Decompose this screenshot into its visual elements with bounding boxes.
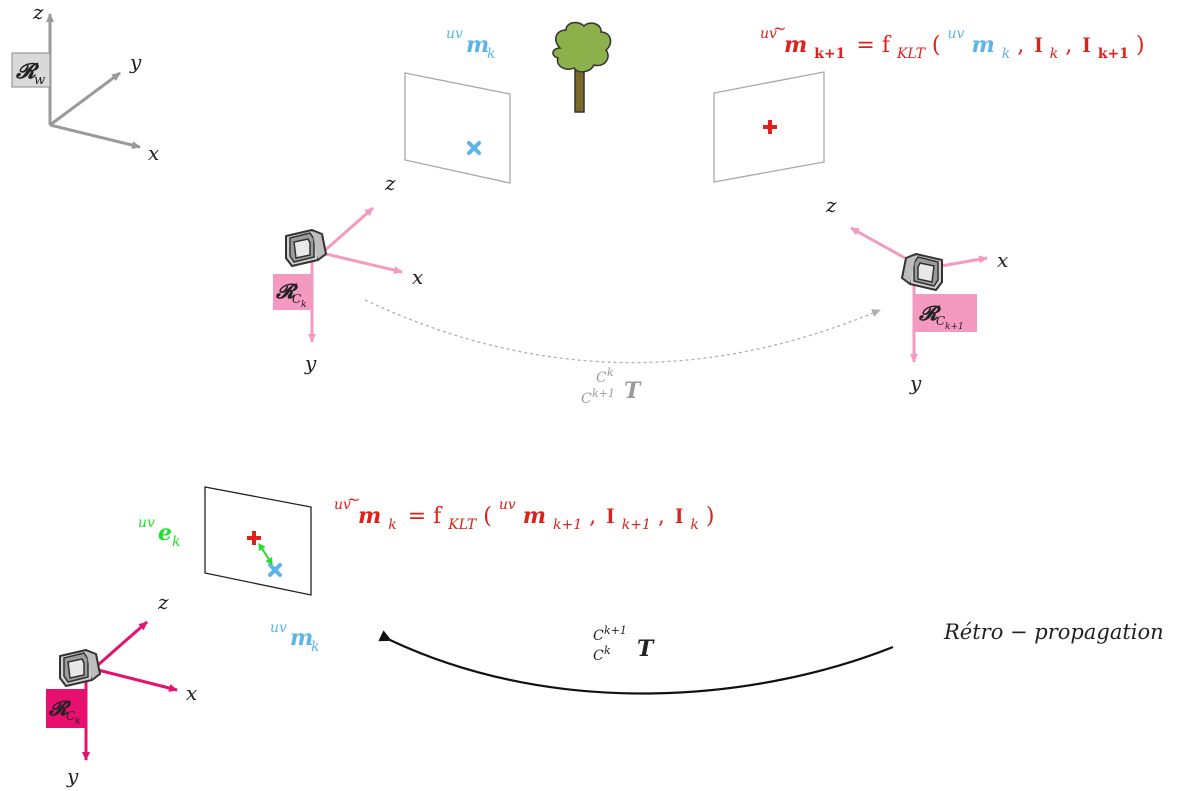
svg-text:uv: uv <box>138 515 155 531</box>
label-uv-mk-top: uv m k <box>446 26 495 62</box>
svg-text:uv: uv <box>446 26 463 42</box>
world-frame: 𝓡 w z y x <box>11 0 159 165</box>
camera-k1-z-axis <box>850 226 906 260</box>
tree-icon <box>552 21 612 113</box>
svg-text:C k C k+1: C k C k+1 T <box>581 361 642 407</box>
camera-k-x-axis <box>321 251 403 275</box>
svg-text:k: k <box>487 46 495 62</box>
camera-kb-frame-box <box>46 689 86 728</box>
camera-kb-z-label: z <box>157 590 169 614</box>
transform-label-bottom: C k+1 C k T <box>593 619 655 664</box>
back-propagation-arrow <box>378 630 894 695</box>
camera-kb-z-axis <box>97 620 148 667</box>
image-plane-k1 <box>713 71 825 183</box>
svg-text:C: C <box>66 709 75 723</box>
camera-k-bottom: 𝓡 C k z x y <box>46 590 197 788</box>
equation-top: uv m k+1 = f KLT ( uv m k , I k , I k+1 … <box>760 19 1145 64</box>
svg-text:m: m <box>466 32 489 58</box>
svg-text:uv m k = f: uv m k = f KLT ( uv m k+1 , I k+1 , I k … <box>334 490 715 535</box>
blue-cross-mark <box>467 141 481 155</box>
blue-cross-mark-bottom <box>268 563 282 577</box>
camera-k-icon <box>285 229 327 267</box>
red-plus-mark <box>763 120 777 134</box>
svg-text:k: k <box>172 534 180 550</box>
transform-arc-dashed <box>364 299 881 364</box>
world-frame-sub: w <box>34 73 45 88</box>
svg-text:C k+1 C k: C k+1 C k T <box>593 619 655 664</box>
world-y-label: y <box>129 50 142 74</box>
equation-bottom: uv m k = f KLT ( uv m k+1 , I k+1 , I k … <box>334 490 715 535</box>
world-frame-box <box>11 52 51 88</box>
world-x-label: x <box>148 141 159 165</box>
svg-text:~: ~ <box>347 490 360 509</box>
camera-k1: 𝓡 C k+1 z x y <box>825 193 1008 395</box>
label-uv-mk-bottom: uv m k <box>270 620 319 655</box>
transform-label-top: C k C k+1 T <box>581 361 642 407</box>
camera-kb-x-axis <box>97 668 178 692</box>
image-plane-bottom-frame <box>204 486 312 596</box>
camera-k-frame-box <box>273 274 311 310</box>
svg-text:C: C <box>292 292 301 306</box>
world-y-axis <box>49 71 121 127</box>
svg-text:uv m k+1 = f: uv m k+1 = f KLT ( uv m k , I k , I k+1 … <box>760 19 1145 64</box>
red-plus-mark-bottom <box>247 531 261 545</box>
svg-text:~: ~ <box>773 19 786 38</box>
world-z-label: z <box>32 0 44 24</box>
svg-text:k: k <box>75 717 80 727</box>
svg-text:uv: uv <box>270 620 287 636</box>
camera-k1-y-label: y <box>909 371 922 395</box>
camera-kb-x-label: x <box>186 681 197 705</box>
camera-k-z-axis <box>321 206 374 255</box>
retro-propagation-label: Rétro − propagation <box>943 620 1164 644</box>
camera-kb-icon <box>59 649 101 687</box>
camera-k1-icon <box>901 253 943 291</box>
camera-k: 𝓡 C k z x y <box>273 171 423 375</box>
image-plane-k-frame <box>404 72 511 184</box>
image-plane-k <box>404 72 511 184</box>
svg-text:C: C <box>936 314 945 328</box>
camera-k1-x-label: x <box>997 248 1008 272</box>
svg-text:k: k <box>301 300 306 310</box>
error-vector <box>258 543 273 565</box>
camera-k1-z-label: z <box>825 193 837 217</box>
camera-k-x-label: x <box>412 265 423 289</box>
svg-text:e: e <box>158 520 172 546</box>
camera-k-z-label: z <box>384 171 396 195</box>
svg-text:k+1: k+1 <box>945 322 964 332</box>
image-plane-bottom <box>204 486 312 596</box>
camera-k1-frame-box <box>915 294 977 332</box>
camera-kb-y-label: y <box>66 764 79 788</box>
svg-text:k: k <box>311 639 319 655</box>
camera-k-y-label: y <box>304 351 317 375</box>
world-x-axis <box>49 123 141 149</box>
svg-text:m: m <box>290 625 313 651</box>
label-uv-ek: uv e k <box>138 515 180 550</box>
